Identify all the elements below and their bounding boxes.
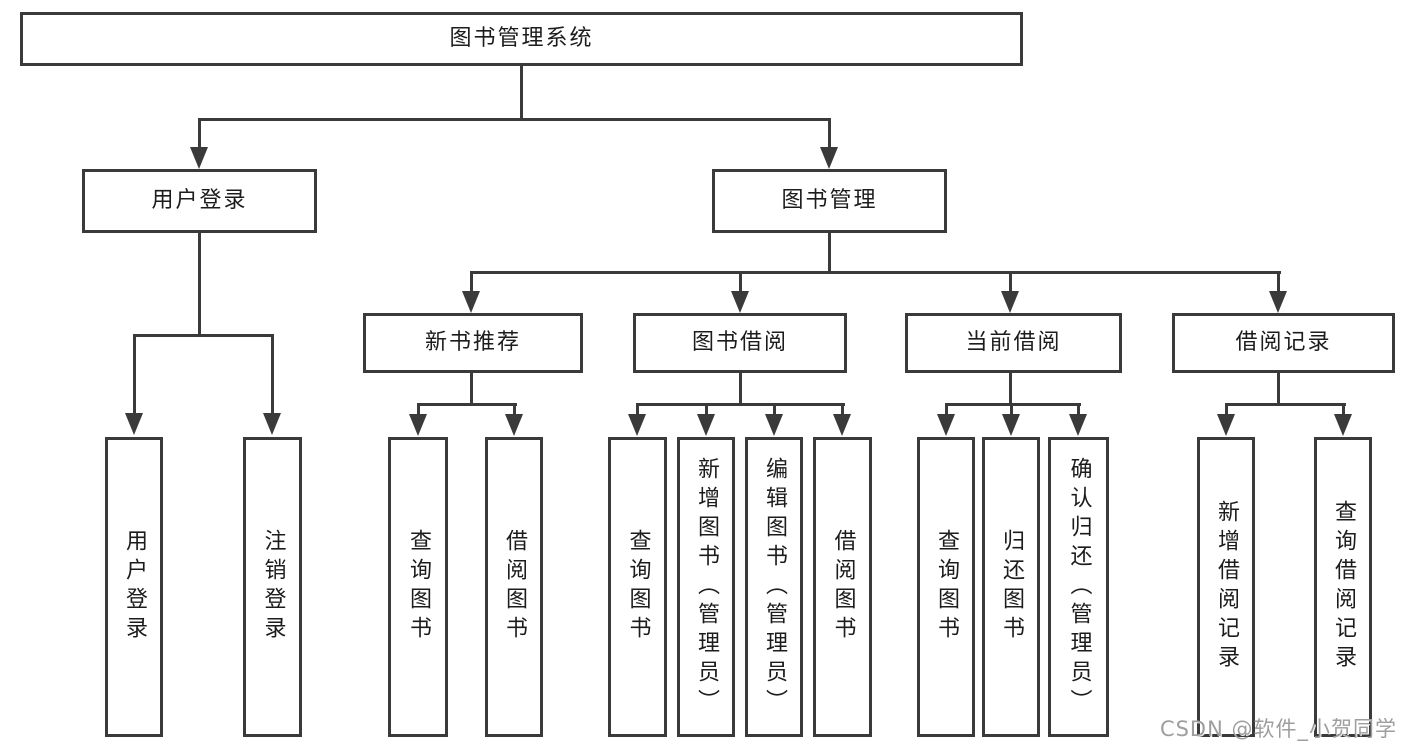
arrow-down-icon — [1334, 414, 1352, 436]
connector-line — [1225, 403, 1346, 406]
connector-line — [198, 118, 830, 121]
connector-line — [828, 233, 831, 273]
connector-line — [1277, 373, 1280, 405]
connector-line — [417, 403, 517, 406]
leaf-query-books-2: 查询图书 — [608, 437, 667, 737]
leaf-query-borrow-record: 查询借阅记录 — [1314, 437, 1372, 737]
leaf-query-books-3: 查询图书 — [917, 437, 975, 737]
connector-line — [636, 403, 845, 406]
connector-line — [520, 66, 523, 120]
connector-line — [841, 403, 844, 415]
node-new-book-recommend: 新书推荐 — [363, 313, 583, 373]
connector-line — [417, 403, 420, 415]
arrow-down-icon — [1217, 414, 1235, 436]
connector-line — [133, 334, 136, 414]
connector-line — [198, 118, 201, 148]
arrow-down-icon — [462, 291, 480, 313]
connector-line — [198, 233, 201, 336]
connector-line — [945, 403, 1081, 406]
connector-line — [513, 403, 516, 415]
connector-line — [828, 118, 831, 148]
arrow-down-icon — [505, 414, 523, 436]
node-current-borrow: 当前借阅 — [905, 313, 1122, 373]
arrow-down-icon — [263, 413, 281, 435]
connector-line — [739, 271, 742, 292]
connector-line — [773, 403, 776, 415]
connector-line — [739, 373, 742, 405]
node-book-management: 图书管理 — [712, 169, 947, 233]
connector-line — [271, 334, 274, 414]
arrow-down-icon — [125, 413, 143, 435]
node-user-login: 用户登录 — [82, 169, 317, 233]
connector-line — [945, 403, 948, 415]
connector-line — [470, 271, 1281, 274]
arrow-down-icon — [1002, 414, 1020, 436]
connector-line — [1009, 271, 1012, 292]
leaf-add-book-admin: 新增图书（管理员） — [677, 437, 735, 737]
arrow-down-icon — [765, 414, 783, 436]
connector-line — [636, 403, 639, 415]
leaf-user-login: 用户登录 — [105, 437, 163, 737]
node-borrow-records: 借阅记录 — [1172, 313, 1395, 373]
leaf-edit-book-admin: 编辑图书（管理员） — [745, 437, 803, 737]
arrow-down-icon — [409, 414, 427, 436]
arrow-down-icon — [820, 147, 838, 169]
leaf-query-books-1: 查询图书 — [388, 437, 448, 737]
arrow-down-icon — [1001, 291, 1019, 313]
arrow-down-icon — [1269, 291, 1287, 313]
connector-line — [133, 334, 274, 337]
watermark-text: CSDN @软件_小贺同学 — [1159, 717, 1397, 741]
connector-line — [1225, 403, 1228, 415]
arrow-down-icon — [731, 291, 749, 313]
arrow-down-icon — [628, 414, 646, 436]
connector-line — [1077, 403, 1080, 415]
node-book-borrow: 图书借阅 — [633, 313, 847, 373]
leaf-return-books: 归还图书 — [982, 437, 1040, 737]
connector-line — [1342, 403, 1345, 415]
node-library-system: 图书管理系统 — [20, 12, 1023, 66]
arrow-down-icon — [190, 147, 208, 169]
leaf-borrow-books-1: 借阅图书 — [485, 437, 543, 737]
leaf-logout: 注销登录 — [243, 437, 302, 737]
connector-line — [705, 403, 708, 415]
leaf-borrow-books-2: 借阅图书 — [813, 437, 872, 737]
connector-line — [1277, 271, 1280, 292]
arrow-down-icon — [833, 414, 851, 436]
leaf-add-borrow-record: 新增借阅记录 — [1197, 437, 1255, 737]
connector-line — [1009, 373, 1012, 405]
connector-line — [470, 373, 473, 405]
connector-line — [470, 271, 473, 292]
arrow-down-icon — [1069, 414, 1087, 436]
arrow-down-icon — [937, 414, 955, 436]
connector-line — [1010, 403, 1013, 415]
leaf-confirm-return-admin: 确认归还（管理员） — [1048, 437, 1109, 737]
arrow-down-icon — [697, 414, 715, 436]
